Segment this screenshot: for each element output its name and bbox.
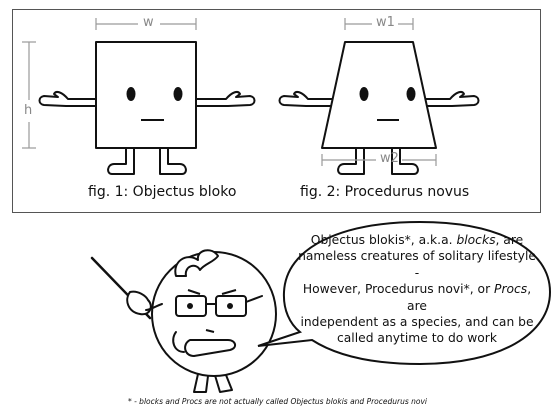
- proc-creature: [278, 41, 480, 175]
- proc-right-arm: [423, 90, 480, 107]
- block-creature: [38, 41, 256, 175]
- proc-body: [321, 41, 437, 149]
- proc-left-arm: [278, 90, 335, 107]
- footnote: * - blocks and Procs are not actually ca…: [127, 397, 428, 406]
- fig1-caption: fig. 1: Objectus bloko: [88, 184, 237, 200]
- proc-left-eye: [359, 87, 369, 101]
- dim-label-w: w: [143, 15, 154, 30]
- dim-label-w2: w2: [380, 151, 399, 166]
- proc-right-eye: [406, 87, 416, 101]
- proc-left-leg: [337, 147, 365, 175]
- block-right-leg: [159, 147, 187, 175]
- speech-bubble-text: Objectus blokis*, a.k.a. blocks, are nam…: [298, 233, 536, 346]
- figures-panel: [12, 9, 541, 213]
- narrator-head: [151, 251, 277, 377]
- block-left-eye: [126, 87, 136, 101]
- block-left-leg: [107, 147, 135, 175]
- block-right-eye: [173, 87, 183, 101]
- narrator-character: [90, 249, 277, 393]
- proc-right-leg: [391, 147, 419, 175]
- dim-label-w1: w1: [376, 15, 395, 30]
- narrator-chin-hand: [184, 339, 236, 357]
- narrator-hair: [174, 249, 219, 277]
- fig2-caption: fig. 2: Procedurus novus: [300, 184, 470, 200]
- block-left-arm: [38, 90, 97, 107]
- speech-bubble: [257, 220, 552, 366]
- block-right-arm: [195, 90, 256, 107]
- dim-label-h: h: [24, 103, 33, 118]
